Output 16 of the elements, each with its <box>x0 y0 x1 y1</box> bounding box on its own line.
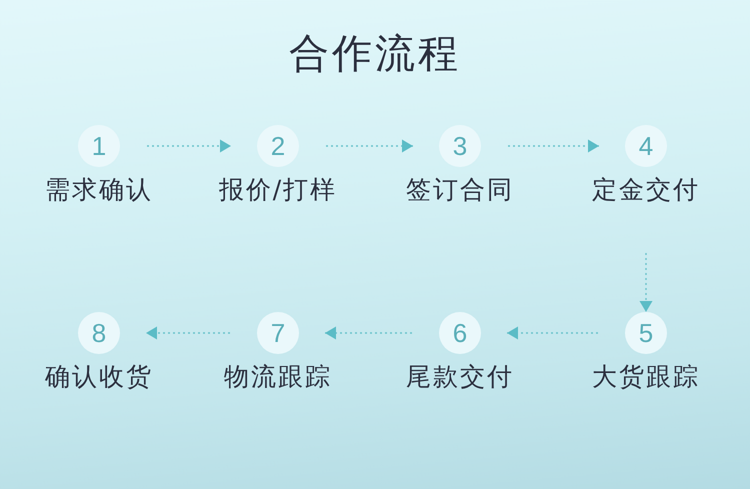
arrow <box>325 326 412 340</box>
step-label: 报价/打样 <box>218 174 338 206</box>
arrow <box>326 140 413 152</box>
title: 合作流程 <box>288 30 462 79</box>
arrow <box>508 140 599 152</box>
arrow <box>146 326 230 340</box>
step-label: 定金交付 <box>591 174 701 206</box>
arrow <box>507 326 598 340</box>
step-label: 签订合同 <box>405 174 515 206</box>
arrow <box>147 140 231 152</box>
step-label: 确认收货 <box>44 361 154 393</box>
step-label: 大货跟踪 <box>591 361 701 393</box>
step-label: 物流跟踪 <box>223 361 333 393</box>
arrow <box>640 253 652 312</box>
step-label: 需求确认 <box>44 174 154 206</box>
step-label: 尾款交付 <box>405 361 515 393</box>
